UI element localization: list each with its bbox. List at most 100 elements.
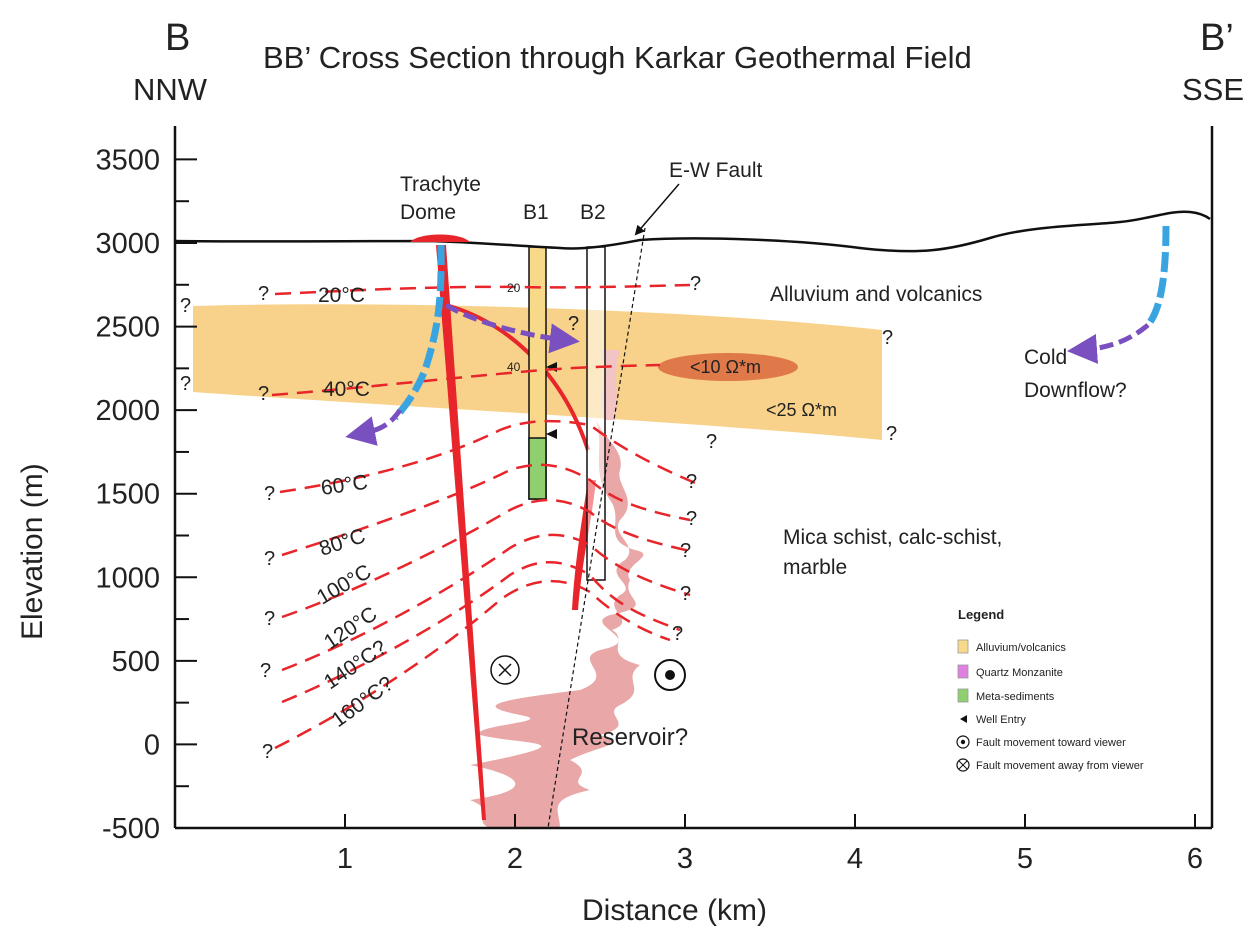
uncertainty-mark: ? [686, 508, 697, 530]
isotherm-line [281, 498, 691, 619]
reservoir-label: Reservoir? [572, 724, 688, 751]
y-tick-label: 500 [112, 646, 160, 678]
cross-circle-icon [956, 758, 970, 772]
uncertainty-mark: ? [568, 313, 579, 335]
uncertainty-mark: ? [260, 660, 271, 682]
isotherm-label: 80°C [316, 524, 368, 560]
legend-swatch-quartz [957, 664, 969, 679]
well-b2 [586, 246, 606, 581]
well-entry-marker [546, 429, 557, 439]
uncertainty-mark: ? [180, 295, 191, 317]
x-tick-label: 1 [337, 843, 353, 875]
uncertainty-mark: ? [680, 540, 691, 562]
isotherm-label: 60°C [319, 471, 369, 500]
section-end-direction: SSE [1182, 72, 1244, 107]
section-start-letter: B [165, 17, 190, 59]
legend-item-away: Fault movement away from viewer [976, 760, 1144, 772]
fault-pointer-arrow [634, 183, 680, 236]
trachyte-conduit [436, 245, 486, 820]
isotherm-line [274, 579, 671, 750]
x-tick-label: 4 [847, 843, 863, 875]
legend-swatch-meta [957, 688, 969, 703]
trachyte-dome [410, 234, 470, 242]
uncertainty-mark: ? [258, 383, 269, 405]
uncertainty-mark: ? [262, 741, 273, 763]
y-tick-label: 3000 [95, 228, 160, 260]
fault-away-symbol [490, 655, 520, 685]
mica-label-line2: marble [783, 556, 847, 579]
uncertainty-mark: ? [882, 327, 893, 349]
well-temp-20: 20 [507, 281, 521, 295]
uncertainty-mark: ? [180, 373, 191, 395]
resistivity-10-label: <10 Ω*m [690, 357, 761, 377]
cold-downflow-east [1145, 225, 1170, 328]
x-axis-label: Distance (km) [582, 894, 767, 927]
y-axis-label: Elevation (m) [16, 463, 49, 640]
topographic-surface [174, 210, 1211, 253]
uncertainty-mark: ? [672, 623, 683, 645]
x-tick-label: 6 [1187, 843, 1203, 875]
trachyte-label-line1: Trachyte [400, 173, 481, 196]
fault-label: E-W Fault [669, 159, 763, 182]
section-end-letter: B’ [1200, 17, 1234, 59]
triangle-icon [960, 715, 967, 723]
uncertainty-mark: ? [686, 471, 697, 493]
x-tick-label: 5 [1017, 843, 1033, 875]
mica-label-line1: Mica schist, calc-schist, [783, 526, 1002, 549]
uncertainty-mark: ? [264, 483, 275, 505]
y-tick-label: 2000 [95, 395, 160, 427]
legend-swatch-alluvium [957, 639, 969, 654]
legend-title: Legend [958, 607, 1004, 622]
uncertainty-mark: ? [680, 583, 691, 605]
trachyte-label-line2: Dome [400, 201, 456, 224]
legend-item-alluvium: Alluvium/volcanics [976, 642, 1066, 654]
uncertainty-mark: ? [264, 548, 275, 570]
y-tick-label: 2500 [95, 312, 160, 344]
section-start-direction: NNW [133, 72, 208, 107]
y-tick-label: -500 [102, 813, 160, 845]
uncertainty-mark: ? [690, 273, 701, 295]
legend-item-quartz: Quartz Monzanite [976, 667, 1063, 679]
y-tick-label: 3500 [95, 144, 160, 176]
fault-line [547, 227, 646, 829]
legend: Legend Alluvium/volcanics Quartz Monzani… [956, 607, 1144, 772]
uncertainty-mark: ? [264, 608, 275, 630]
alluvium-label: Alluvium and volcanics [770, 283, 982, 306]
well-b1-label: B1 [523, 201, 549, 224]
y-tick-label: 1500 [95, 479, 160, 511]
uncertainty-mark: ? [706, 431, 717, 453]
isotherm-label: 20°C [318, 284, 365, 307]
cold-downflow-dome [392, 244, 445, 421]
isotherm-line [279, 419, 701, 494]
figure-title: BB’ Cross Section through Karkar Geother… [263, 40, 972, 75]
uncertainty-mark: ? [258, 283, 269, 305]
purple-flow-arrow-cold [1067, 323, 1150, 364]
x-tick-label: 2 [507, 843, 523, 875]
isotherm-label: 40°C [323, 378, 370, 401]
dot-circle-icon [956, 735, 970, 749]
isotherm-line [271, 363, 661, 397]
fault-zone-upflow [470, 420, 644, 828]
low-resistivity-anomaly [658, 353, 798, 381]
lateral-hot-flow [445, 303, 590, 451]
legend-item-meta: Meta-sediments [976, 691, 1055, 703]
uncertainty-mark: ? [886, 423, 897, 445]
isotherm-line [281, 561, 681, 704]
isotherm-line [281, 463, 691, 557]
purple-flow-arrow-east [444, 302, 580, 354]
legend-item-toward: Fault movement toward viewer [976, 737, 1126, 749]
x-tick-label: 3 [677, 843, 693, 875]
resistivity-25-label: <25 Ω*m [766, 400, 837, 420]
cold-downflow-label-line2: Downflow? [1024, 379, 1127, 402]
isotherm-label: 100°C [313, 560, 375, 609]
fault-toward-symbol [654, 659, 686, 691]
y-tick-label: 1000 [95, 562, 160, 594]
well-b2-label: B2 [580, 201, 606, 224]
well-temp-40: 40 [507, 360, 521, 374]
cold-downflow-label-line1: Cold [1024, 346, 1067, 369]
well-b1-meta-sediments [528, 437, 547, 500]
purple-flow-arrow-west [345, 408, 403, 446]
legend-item-well-entry: Well Entry [976, 714, 1026, 726]
